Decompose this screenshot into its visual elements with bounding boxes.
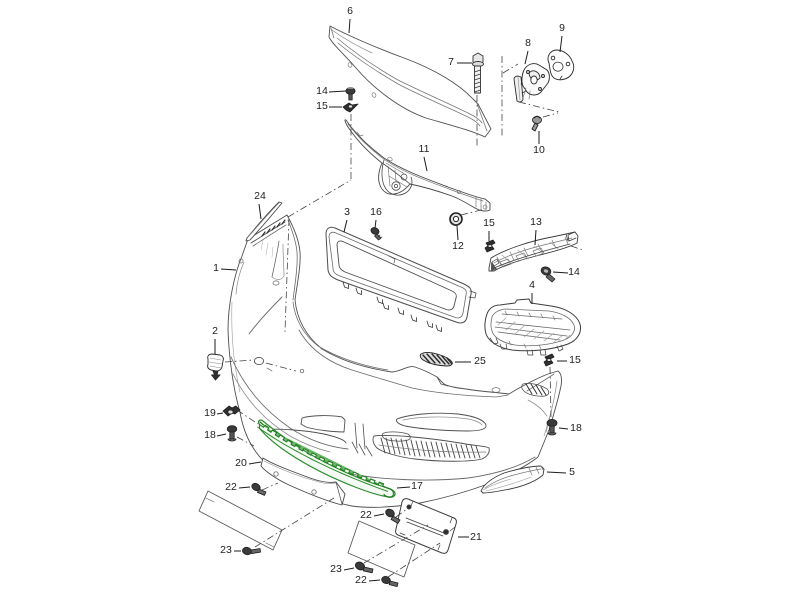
svg-text:14: 14 — [568, 266, 580, 278]
svg-text:24: 24 — [254, 190, 266, 202]
svg-text:18: 18 — [204, 429, 216, 441]
svg-text:12: 12 — [452, 240, 464, 252]
svg-text:5: 5 — [569, 466, 575, 478]
svg-text:13: 13 — [530, 216, 542, 228]
svg-text:3: 3 — [344, 206, 350, 218]
svg-text:9: 9 — [559, 22, 565, 34]
svg-text:15: 15 — [569, 354, 581, 366]
svg-text:6: 6 — [347, 5, 353, 17]
svg-text:2: 2 — [212, 325, 218, 337]
svg-text:8: 8 — [525, 37, 531, 49]
svg-text:25: 25 — [474, 355, 486, 367]
svg-text:20: 20 — [235, 457, 247, 469]
svg-text:22: 22 — [225, 481, 237, 493]
svg-text:18: 18 — [570, 422, 582, 434]
svg-text:17: 17 — [411, 480, 423, 492]
svg-text:14: 14 — [316, 85, 328, 97]
svg-text:21: 21 — [470, 531, 482, 543]
svg-text:7: 7 — [448, 56, 454, 68]
svg-text:15: 15 — [483, 217, 495, 229]
svg-text:19: 19 — [204, 407, 216, 419]
svg-text:22: 22 — [355, 574, 367, 586]
svg-text:10: 10 — [533, 144, 545, 156]
svg-text:23: 23 — [220, 544, 232, 556]
svg-text:16: 16 — [370, 206, 382, 218]
svg-text:1: 1 — [213, 262, 219, 274]
svg-text:22: 22 — [360, 509, 372, 521]
svg-text:4: 4 — [529, 279, 535, 291]
svg-text:23: 23 — [330, 563, 342, 575]
svg-text:15: 15 — [316, 100, 328, 112]
svg-text:11: 11 — [419, 143, 430, 155]
